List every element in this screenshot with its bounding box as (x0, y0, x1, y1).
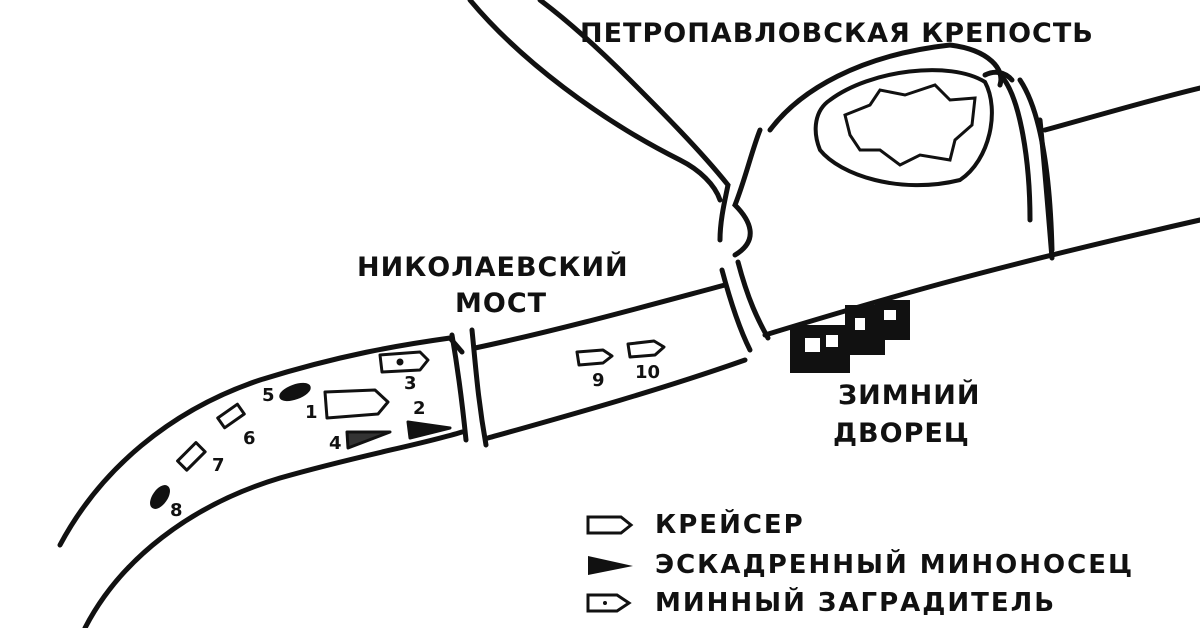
spit-shore (732, 127, 763, 258)
ship-8 (150, 485, 170, 509)
little-neva-bank (537, 0, 731, 243)
ship-9 (575, 348, 614, 367)
fortress-label: ПЕТРОПАВЛОВСКАЯ КРЕПОСТЬ (580, 18, 1094, 49)
neva-bank-east (1037, 117, 1055, 261)
river-south-bank-mid (485, 357, 748, 441)
ship-number: 4 (329, 433, 342, 454)
legend-item-minelayer: МИННЫЙ ЗАГРАДИТЕЛЬ (585, 588, 1056, 618)
ship-number: 8 (170, 500, 183, 521)
destroyer-icon (588, 556, 633, 575)
ship-number: 9 (592, 370, 605, 391)
ship-10 (626, 339, 666, 359)
ship-number: 5 (262, 385, 275, 406)
kronverk-bank (767, 42, 1004, 133)
ship-number: 10 (635, 362, 661, 383)
neva-north-east (1042, 85, 1200, 133)
palace-label-line2: ДВОРЕЦ (833, 418, 970, 449)
ship-1-cruiser (323, 388, 390, 420)
legend-label: КРЕЙСЕР (655, 510, 805, 540)
ship-7-minelayer (176, 441, 207, 472)
vasilievsky-bank (472, 282, 728, 351)
fortress-walls (843, 83, 977, 167)
palace-bridge-west (719, 267, 753, 353)
ship-number: 7 (212, 455, 225, 476)
bridge-label-line1: НИКОЛАЕВСКИЙ (357, 252, 629, 283)
ship-4-destroyer (345, 430, 392, 450)
ship-number: 6 (243, 428, 256, 449)
little-neva-bank-outer (467, 0, 723, 203)
ship-5 (279, 382, 311, 402)
bridge-label-line2: МОСТ (455, 288, 548, 319)
ship-2-destroyer (406, 420, 452, 440)
legend-label: МИННЫЙ ЗАГРАДИТЕЛЬ (655, 588, 1057, 618)
palace-label-line1: ЗИМНИЙ (838, 380, 981, 411)
ship-6 (216, 402, 246, 430)
fortress-island (813, 68, 994, 188)
cruiser-icon (586, 515, 634, 535)
ship-number: 3 (404, 373, 417, 394)
nikolaevsky-bridge-east (469, 327, 489, 448)
minelayer-icon (586, 593, 632, 613)
fortress-bridge-north (982, 69, 1015, 83)
legend-label: ЭСКАДРЕННЫЙ МИНОНОСЕЦ (655, 550, 1135, 580)
river-north-bank-west (57, 335, 465, 548)
river-south-bank-west (82, 429, 465, 628)
legend-item-cruiser: КРЕЙСЕР (585, 510, 805, 540)
palace-embankment (762, 217, 1200, 338)
ship-number: 2 (413, 398, 426, 419)
ship-number: 1 (305, 402, 318, 423)
legend-item-destroyer: ЭСКАДРЕННЫЙ МИНОНОСЕЦ (585, 550, 1134, 580)
ship-3-minelayer (378, 350, 430, 374)
nikolaevsky-bridge-west (449, 332, 469, 443)
